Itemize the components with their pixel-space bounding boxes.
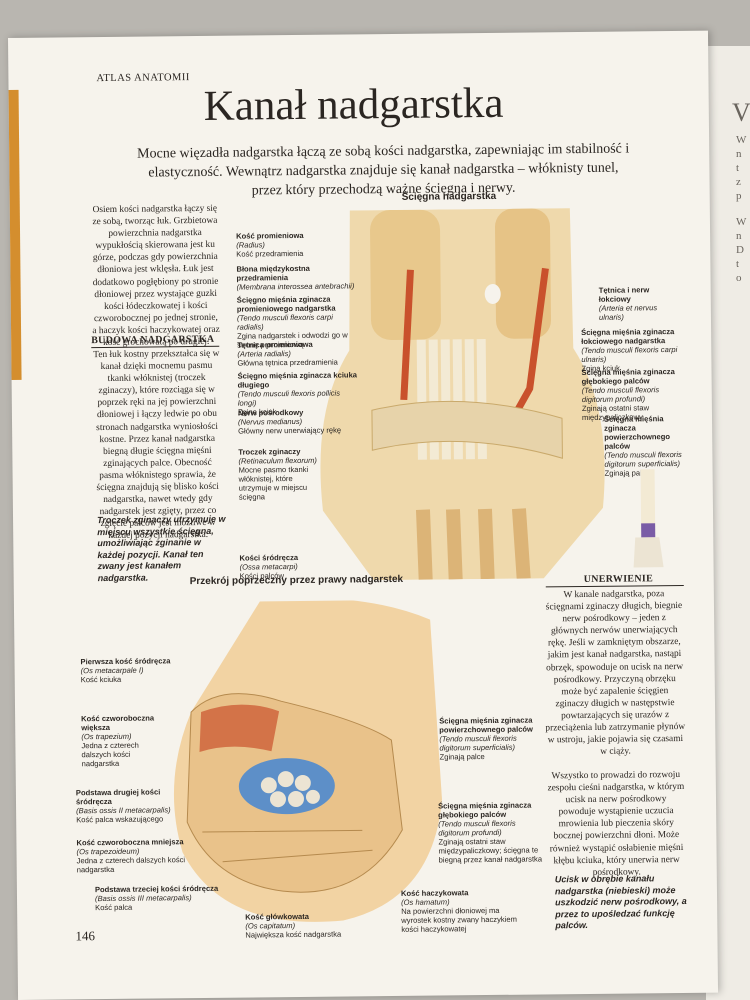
next-page-letter: n <box>736 230 742 242</box>
bone-separations <box>202 829 373 863</box>
label-fdp-section: Ścięgna mięśnia zginacza głębokiego palc… <box>438 800 543 865</box>
next-page-letter: t <box>736 258 740 270</box>
section-header: ATLAS ANATOMII <box>96 72 190 85</box>
lead-paragraph: Mocne więzadła nadgarstka łączą ze sobą … <box>137 141 630 199</box>
page-title: Kanał nadgarstka <box>203 79 504 130</box>
label-trapezium: Kość czworoboczna większa(Os trapezium)J… <box>81 713 155 769</box>
metacarpal-bones <box>415 508 531 580</box>
page-number: 146 <box>75 928 95 944</box>
label-first-metacarpal: Pierwsza kość śródręcza(Os metacarpale I… <box>80 656 171 685</box>
flexor-retinaculum <box>371 400 563 459</box>
label-median-nerve: Nerw pośrodkowy(Nervus medianus)Główny n… <box>237 407 342 436</box>
caption-left: Troczek zginaczy utrzymuje w miejscu wsz… <box>97 513 226 583</box>
label-fds-section: Ścięgna mięśnia zginacza powierzchownego… <box>439 715 533 762</box>
label-capitate: Kość główkowata(Os capitatum)Największa … <box>245 911 342 940</box>
label-radius: Kość promieniowa(Radius)Kość przedramien… <box>236 230 304 259</box>
unerwienie-heading: UNERWIENIE <box>583 573 654 586</box>
label-third-metacarpal-base: Podstawa trzeciej kości śródręcza(Basis … <box>94 883 219 913</box>
label-trapezoid: Kość czworoboczna mniejsza(Os trapezoide… <box>76 837 186 875</box>
intro-paragraph: Osiem kości nadgarstka łączy się ze sobą… <box>92 203 220 349</box>
label-flexor-retinaculum: Troczek zginaczy(Retinaculum flexorum)Mo… <box>238 446 317 502</box>
next-page-letter: W <box>736 216 747 228</box>
next-page-letter: o <box>736 272 742 284</box>
radial-artery <box>400 269 414 401</box>
book-page: ATLAS ANATOMII Kanał nadgarstka Mocne wi… <box>8 30 719 1000</box>
label-interosseous-membrane: Błona międzykostna przedramienia(Membran… <box>236 263 355 292</box>
bone-foramen <box>484 283 501 304</box>
next-page-letter: p <box>736 190 742 202</box>
budowa-heading: BUDOWA NADGARSTKA <box>91 333 215 347</box>
figure-top-title: Ścięgna nadgarstka <box>401 190 497 203</box>
unerwienie-paragraph-2: Wszystko to prowadzi do rozwoju zespołu … <box>547 770 685 878</box>
label-hamate: Kość haczykowata(Os hamatum)Na powierzch… <box>400 888 517 934</box>
section-spine-tab <box>8 89 22 380</box>
next-page-letter: n <box>736 148 742 160</box>
section-rule <box>545 584 684 588</box>
radius-bone <box>370 209 441 341</box>
flexor-tendons <box>416 339 487 460</box>
label-second-metacarpal-base: Podstawa drugiej kości śródręcza(Basis o… <box>75 787 171 825</box>
wrist-cross-section-illustration <box>173 599 442 922</box>
next-page-letter: z <box>736 176 741 188</box>
hand-locator-thumbnail <box>633 469 664 568</box>
wrist-tendons-illustration <box>320 208 605 581</box>
next-page-letter: W <box>736 134 747 146</box>
caption-right: Ucisk w obrębie kanału nadgarstka (niebi… <box>554 873 687 931</box>
next-page-letter: t <box>736 162 740 174</box>
label-ulnar-artery-nerve: Tętnica i nerw łokciowy(Arteria et nervu… <box>598 285 658 322</box>
unerwienie-paragraph-1: W kanale nadgarstka, poza ścięgnami zgin… <box>545 589 686 758</box>
thenar-muscle <box>199 704 280 753</box>
label-radial-artery: Tętnica promieniowa(Arteria radialis)Głó… <box>237 339 338 368</box>
next-page-letter: V <box>732 98 750 127</box>
next-page-letter: D <box>736 244 744 256</box>
figure-bottom-title: Przekrój poprzeczny przez prawy nadgarst… <box>189 573 404 588</box>
